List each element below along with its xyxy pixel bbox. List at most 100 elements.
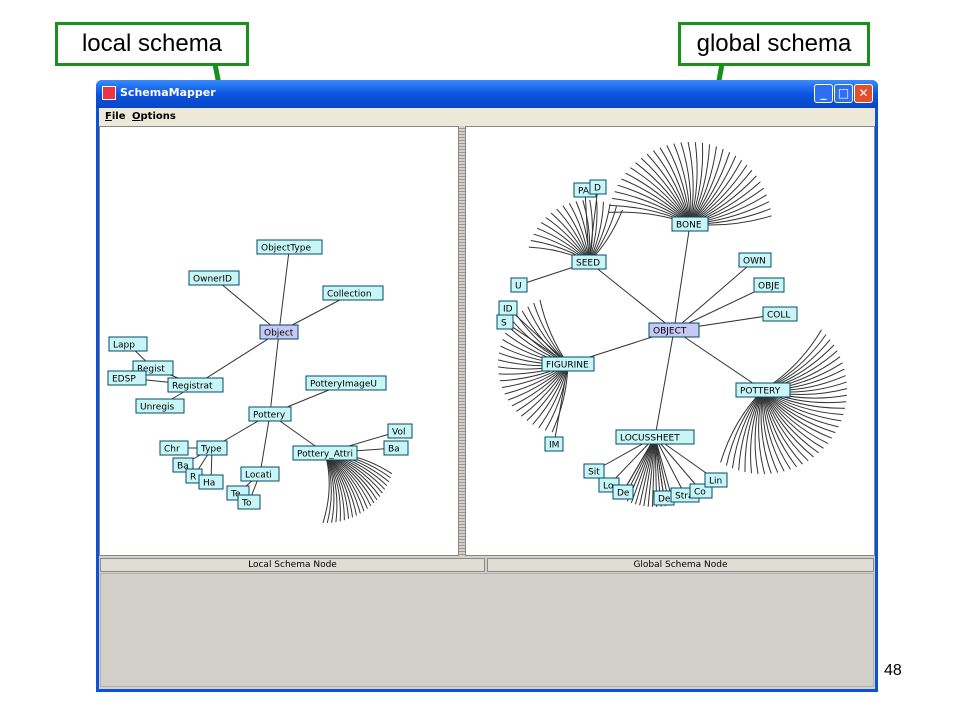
close-button[interactable]: ✕ [854, 84, 873, 103]
minimize-button[interactable]: _ [814, 84, 833, 103]
schema-node-lapp[interactable]: Lapp [108, 336, 148, 352]
node-box [615, 429, 695, 445]
tree-edge [259, 413, 271, 475]
leaf-edge [762, 389, 803, 465]
schema-node-r[interactable]: R [185, 468, 203, 484]
schema-node-registrat[interactable]: Registrat [167, 377, 224, 393]
schema-node-bone[interactable]: BONE [671, 216, 709, 232]
schema-node-collection[interactable]: Collection [322, 285, 384, 301]
node-label: De [617, 489, 630, 499]
schema-node-object[interactable]: OBJECT [648, 322, 700, 338]
schema-node-unregis[interactable]: Unregis [135, 398, 185, 414]
menu-bar: File Options [99, 108, 875, 126]
node-label: OBJECT [653, 327, 687, 337]
global-schema-node-header[interactable]: Global Schema Node [487, 558, 874, 572]
node-label: LOCUSSHEET [620, 434, 680, 444]
node-label: OBJE [758, 282, 780, 292]
app-icon [102, 86, 116, 100]
leaf-edge [762, 389, 779, 473]
schema-node-locussheet[interactable]: LOCUSSHEET [615, 429, 695, 445]
slide-number: 48 [884, 662, 902, 679]
schema-node-figurine[interactable]: FIGURINE [541, 356, 595, 372]
leaf-edge [758, 389, 766, 475]
node-label: Object [264, 329, 294, 339]
tree-edge [588, 186, 599, 263]
leaf-edge [762, 389, 791, 470]
schema-node-vol[interactable]: Vol [387, 423, 413, 439]
node-label: IM [549, 441, 559, 451]
leaf-edge [754, 389, 764, 474]
split-pane-divider[interactable] [459, 126, 465, 556]
node-box [738, 252, 772, 268]
node-box [196, 440, 228, 456]
leaf-edge [689, 142, 704, 225]
schema-node-object[interactable]: Object [259, 324, 299, 340]
schema-node-de1[interactable]: De [612, 484, 634, 500]
node-label: ID [503, 305, 513, 315]
schema-node-d[interactable]: D [589, 179, 607, 195]
schema-node-sit[interactable]: Sit [583, 463, 605, 479]
schema-node-to[interactable]: To [237, 494, 261, 510]
leaf-edge [760, 389, 772, 474]
schema-node-edsp[interactable]: EDSP [107, 370, 147, 386]
schema-node-seed[interactable]: SEED [571, 254, 607, 270]
node-label: Regist [137, 365, 165, 375]
schema-node-im[interactable]: IM [544, 436, 564, 452]
node-box [753, 277, 785, 293]
node-label: Stra [675, 492, 693, 502]
schema-node-obje[interactable]: OBJE [753, 277, 785, 293]
schema-node-own[interactable]: OWN [738, 252, 772, 268]
leaf-edge [762, 389, 797, 468]
schema-node-ownerid[interactable]: OwnerID [188, 270, 240, 286]
leaf-edge [689, 142, 698, 225]
node-label: FIGURINE [546, 361, 589, 371]
node-label: U [515, 282, 522, 292]
maximize-button[interactable]: □ [834, 84, 853, 103]
node-box [135, 398, 185, 414]
schema-node-potteryimageu[interactable]: PotteryImageU [305, 375, 387, 391]
node-label: OwnerID [193, 275, 232, 285]
node-box [292, 445, 358, 461]
leaf-edge [762, 389, 814, 458]
schema-node-s[interactable]: S [496, 314, 514, 330]
schema-node-chr[interactable]: Chr [159, 440, 189, 456]
node-details-area [100, 573, 874, 687]
tree-edge [608, 436, 656, 486]
title-bar[interactable]: SchemaMapper _ □ ✕ [96, 80, 878, 108]
leaf-edge [653, 150, 691, 225]
tree-edge [673, 259, 756, 331]
node-box [387, 423, 413, 439]
menu-file[interactable]: File [105, 111, 125, 122]
schema-node-lin[interactable]: Lin [704, 472, 728, 488]
local-schema-node-header[interactable]: Local Schema Node [100, 558, 485, 572]
schema-node-ha[interactable]: Ha [198, 474, 224, 490]
schema-node-ba2[interactable]: Ba [383, 440, 409, 456]
schema-node-u[interactable]: U [510, 277, 528, 293]
node-label: Collection [327, 290, 372, 300]
node-box [188, 270, 240, 286]
schema-node-id[interactable]: ID [498, 300, 518, 316]
schema-node-objecttype[interactable]: ObjectType [256, 239, 323, 255]
node-box [107, 370, 147, 386]
menu-file-label: ile [111, 111, 126, 122]
schema-node-coll[interactable]: COLL [762, 306, 798, 322]
node-label: COLL [767, 311, 790, 321]
schema-node-pottery[interactable]: POTTERY [735, 382, 791, 398]
node-label: Te [230, 490, 241, 500]
node-box [583, 463, 605, 479]
schema-node-potteryattri[interactable]: Pottery_Attri [292, 445, 358, 461]
schema-node-type[interactable]: Type [196, 440, 228, 456]
node-box [259, 324, 299, 340]
leaf-edge [659, 147, 691, 225]
node-label: Vol [392, 428, 405, 438]
schema-node-locati[interactable]: Locati [240, 466, 280, 482]
node-box [648, 322, 700, 338]
menu-options-mnemonic: O [132, 111, 141, 122]
schema-node-pottery[interactable]: Pottery [248, 406, 292, 422]
node-box [198, 474, 224, 490]
menu-options[interactable]: Options [132, 111, 176, 122]
